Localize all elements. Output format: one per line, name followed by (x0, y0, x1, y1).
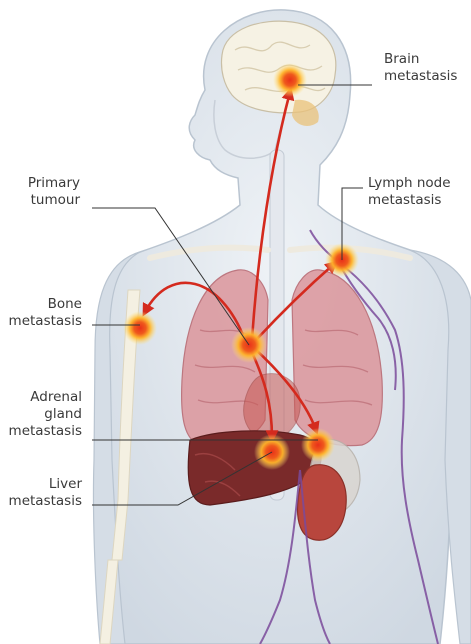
label-adrenal-gland-metastasis: Adrenal gland metastasis (9, 389, 82, 440)
label-lymph-line2: metastasis (368, 192, 451, 209)
label-primary-tumour: Primary tumour (28, 175, 80, 209)
label-liver-metastasis: Liver metastasis (9, 476, 82, 510)
label-bone-line2: metastasis (9, 313, 82, 330)
label-brain-line1: Brain (384, 51, 457, 68)
label-bone-metastasis: Bone metastasis (9, 296, 82, 330)
label-adrenal-line2: gland (9, 406, 82, 423)
label-liver-line2: metastasis (9, 493, 82, 510)
label-primary-line1: Primary (28, 175, 80, 192)
label-primary-line2: tumour (28, 192, 80, 209)
label-brain-line2: metastasis (384, 68, 457, 85)
label-bone-line1: Bone (9, 296, 82, 313)
label-lymph-line1: Lymph node (368, 175, 451, 192)
adrenal-tumour (301, 428, 335, 462)
label-adrenal-line3: metastasis (9, 423, 82, 440)
label-lymph-node-metastasis: Lymph node metastasis (368, 175, 451, 209)
brain (221, 21, 335, 113)
bone-tumour (123, 311, 157, 345)
label-brain-metastasis: Brain metastasis (384, 51, 457, 85)
label-liver-line1: Liver (9, 476, 82, 493)
brain-tumour (273, 63, 307, 97)
label-adrenal-line1: Adrenal (9, 389, 82, 406)
